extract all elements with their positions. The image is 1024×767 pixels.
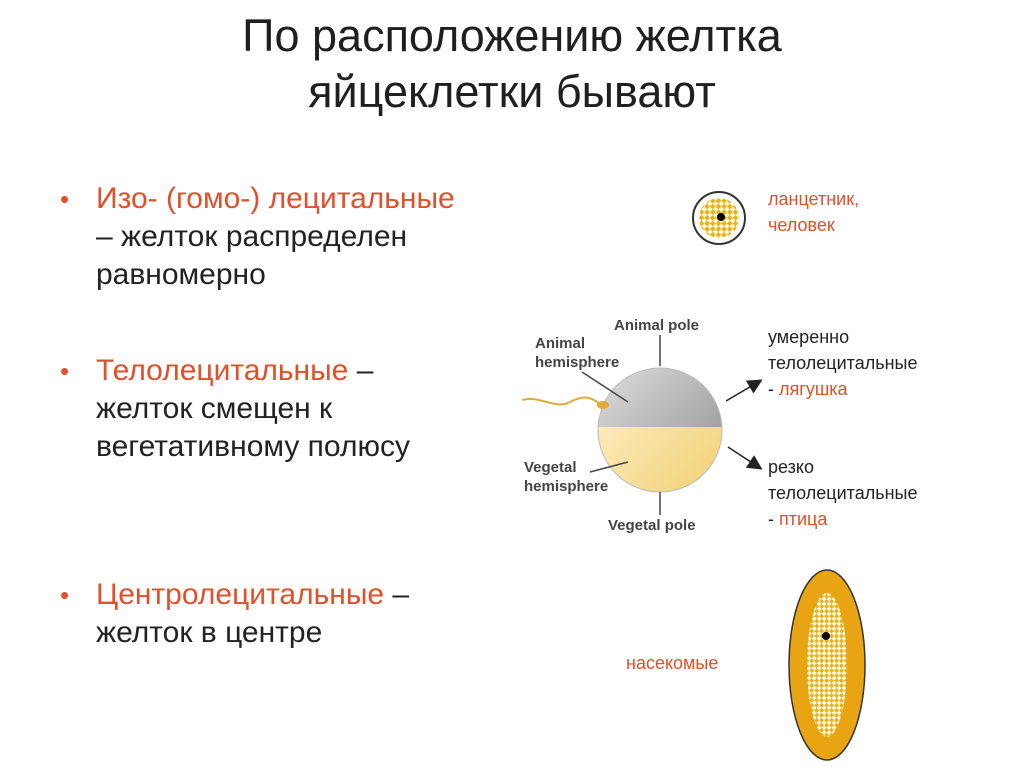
example-iso-line-1: ланцетник, bbox=[768, 189, 860, 209]
bullet-line-3: вегетативному полюсу bbox=[96, 430, 410, 463]
bullet-term: Телолецитальные bbox=[96, 354, 349, 387]
bullet-rest: – bbox=[348, 354, 374, 387]
label-vegetal-hemisphere-2: hemisphere bbox=[524, 478, 608, 495]
example-moderate-line-1: умеренно bbox=[768, 327, 850, 347]
example-strong-prefix: - bbox=[768, 509, 779, 529]
title-line-2: яйцеклетки бывают bbox=[308, 66, 716, 117]
label-animal-pole: Animal pole bbox=[614, 317, 699, 334]
bullet-term: Изо- (гомо-) лецитальные bbox=[96, 182, 455, 215]
label-animal-hemisphere-1: Animal bbox=[535, 335, 585, 352]
example-strong-animal: птица bbox=[779, 509, 828, 529]
isolecithal-egg-icon bbox=[692, 191, 746, 245]
label-animal-hemisphere-2: hemisphere bbox=[535, 354, 619, 371]
bullet-term: Центролецитальные bbox=[96, 578, 385, 611]
bullet-line-2: желток в центре bbox=[96, 616, 323, 649]
bullet-rest: – bbox=[384, 578, 410, 611]
example-strong-line-1: резко bbox=[768, 457, 814, 477]
label-vegetal-pole: Vegetal pole bbox=[608, 517, 696, 534]
example-moderate-animal: лягушка bbox=[779, 379, 848, 399]
bullet-line-3: равномерно bbox=[96, 258, 266, 291]
title-line-1: По расположению желтка bbox=[242, 10, 782, 61]
telolecithal-egg-icon: Animal pole Animal hemisphere Vegetal he… bbox=[521, 317, 723, 534]
arrow-up-icon bbox=[725, 379, 763, 402]
example-moderate: умеренно телолецитальные - лягушка bbox=[768, 324, 917, 402]
example-centro-label: насекомые bbox=[626, 653, 719, 673]
bullet-line-2: – желток распределен bbox=[96, 220, 408, 253]
example-centro: насекомые bbox=[626, 650, 718, 676]
bullet-dot: • bbox=[60, 356, 70, 386]
bullet-line-2: желток смещен к bbox=[96, 392, 333, 425]
centrolecithal-egg-icon bbox=[788, 569, 866, 761]
example-moderate-line-2: телолецитальные bbox=[768, 353, 918, 373]
example-iso-line-2: человек bbox=[768, 215, 835, 235]
slide-title: По расположению желтка яйцеклетки бывают bbox=[0, 8, 1024, 120]
example-iso: ланцетник, человек bbox=[768, 186, 859, 238]
example-strong: резко телолецитальные - птица bbox=[768, 454, 917, 532]
bullet-dot: • bbox=[60, 580, 70, 610]
arrow-down-icon bbox=[727, 446, 763, 470]
bullet-dot: • bbox=[60, 184, 70, 214]
example-moderate-prefix: - bbox=[768, 379, 779, 399]
label-vegetal-hemisphere-1: Vegetal bbox=[524, 459, 577, 476]
example-strong-line-2: телолецитальные bbox=[768, 483, 918, 503]
